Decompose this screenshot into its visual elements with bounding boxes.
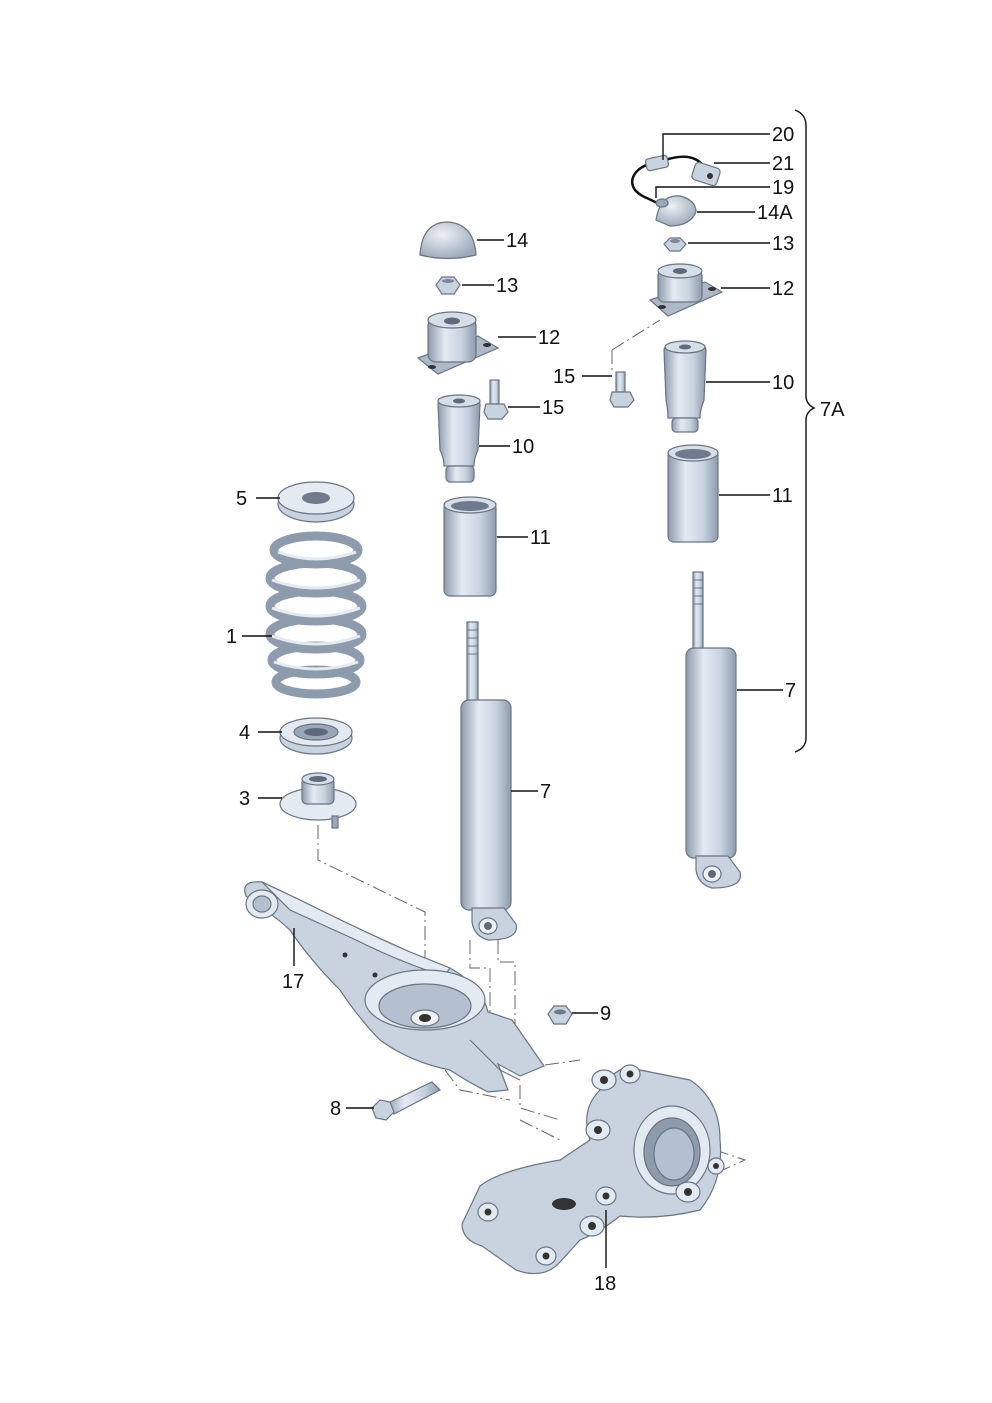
- label-13-left: 13: [496, 275, 518, 297]
- lower-spring-seat-3: [279, 772, 357, 829]
- nut-13-right: [663, 237, 687, 252]
- label-13-right: 13: [772, 233, 794, 255]
- label-11-left: 11: [530, 527, 551, 549]
- label-7-right: 7: [785, 680, 796, 702]
- label-1: 1: [226, 626, 237, 648]
- label-11-right: 11: [772, 485, 793, 507]
- bolt-8: [371, 1081, 442, 1121]
- sensor-connector: [644, 154, 670, 172]
- protective-sleeve-11-right: [667, 444, 719, 543]
- label-20: 20: [772, 124, 794, 146]
- sensor-plug: [691, 161, 721, 187]
- strut-assembly-left: [416, 221, 518, 941]
- protective-sleeve-11-left: [443, 496, 497, 597]
- label-14-left: 14: [506, 230, 528, 252]
- strut-mount-12-right: [648, 263, 724, 317]
- shock-absorber-7-right: [685, 571, 742, 889]
- bolt-15-right: [609, 371, 635, 408]
- label-15-right: 15: [553, 366, 575, 388]
- bolt-15-left: [483, 379, 509, 420]
- label-12-right: 12: [772, 278, 794, 300]
- nut-13-left: [435, 276, 461, 295]
- label-5: 5: [236, 488, 247, 510]
- label-10-right: 10: [772, 372, 794, 394]
- label-4: 4: [239, 722, 250, 744]
- shock-absorber-7-left: [460, 621, 518, 941]
- wheel-bearing-housing-18: [461, 1064, 725, 1275]
- label-9: 9: [600, 1003, 611, 1025]
- lower-control-arm-17: [244, 881, 545, 1093]
- label-7-left: 7: [540, 781, 551, 803]
- protective-cap-14: [419, 221, 477, 260]
- bump-stop-10-left: [437, 394, 481, 483]
- label-8: 8: [330, 1098, 341, 1120]
- callout-labels: 20 21 19 14A 13 12 10 7A 11 7 15 14 13 1…: [226, 124, 845, 1295]
- label-14a: 14A: [757, 202, 793, 224]
- label-18: 18: [594, 1273, 616, 1295]
- label-21: 21: [772, 153, 794, 175]
- label-17: 17: [282, 971, 304, 993]
- spring-isolator-4: [279, 717, 353, 755]
- spring-seat-5: [277, 481, 355, 523]
- assembly-guide-lines: [317, 319, 747, 1181]
- label-19: 19: [772, 177, 794, 199]
- label-7a: 7A: [820, 399, 845, 421]
- strut-assembly-7a: [609, 154, 742, 889]
- label-3: 3: [239, 788, 250, 810]
- label-12-left: 12: [538, 327, 560, 349]
- bump-stop-10-right: [663, 340, 707, 433]
- label-15-left: 15: [542, 397, 564, 419]
- coil-spring-1: [265, 531, 367, 699]
- leader-lines: [242, 109, 816, 1268]
- strut-mount-12-left: [416, 311, 500, 375]
- spring-group: [265, 481, 367, 829]
- label-10-left: 10: [512, 436, 534, 458]
- nut-9: [547, 1005, 573, 1025]
